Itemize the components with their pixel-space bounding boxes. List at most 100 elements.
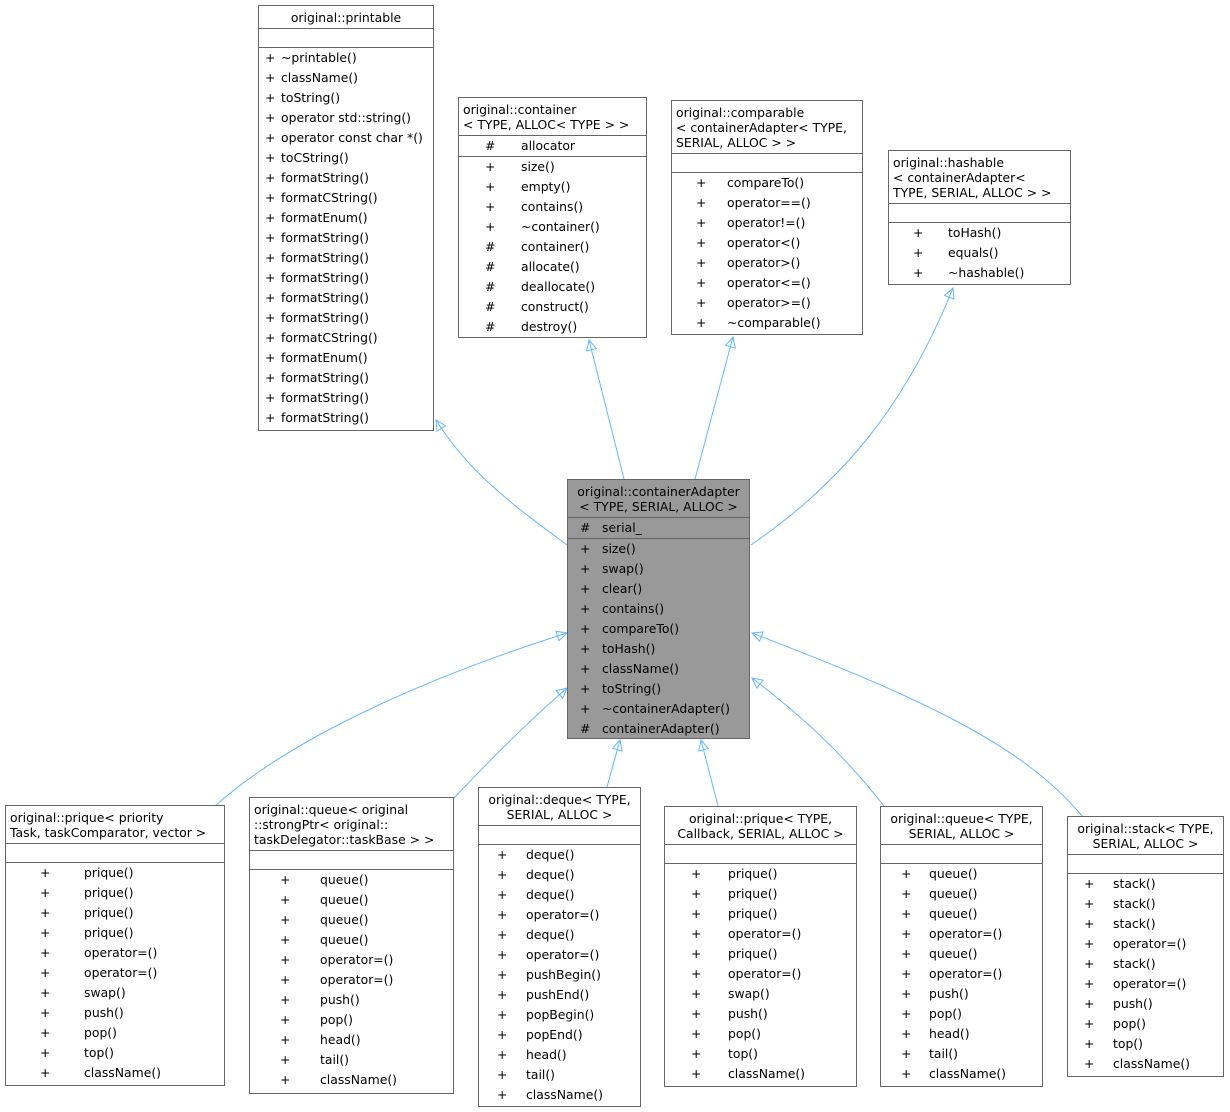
method-row[interactable]: +className() — [479, 1085, 640, 1105]
method-row[interactable]: +push() — [1068, 994, 1223, 1014]
method-row[interactable]: +prique() — [665, 864, 856, 884]
method-row[interactable]: +formatEnum() — [259, 208, 433, 228]
method-row[interactable]: +operator>=() — [672, 293, 862, 313]
method-row[interactable]: +formatString() — [259, 368, 433, 388]
method-row[interactable]: +operator!=() — [672, 213, 862, 233]
method-row[interactable]: #container() — [459, 237, 646, 257]
method-row[interactable]: +operator=() — [250, 970, 453, 990]
method-row[interactable]: +head() — [250, 1030, 453, 1050]
method-row[interactable]: +operator>() — [672, 253, 862, 273]
method-row[interactable]: +formatString() — [259, 248, 433, 268]
method-row[interactable]: +compareTo() — [672, 173, 862, 193]
method-row[interactable]: #destroy() — [459, 317, 646, 337]
method-row[interactable]: +toString() — [259, 88, 433, 108]
method-row[interactable]: +stack() — [1068, 954, 1223, 974]
method-row[interactable]: +pushBegin() — [479, 965, 640, 985]
method-row[interactable]: +operator=() — [1068, 934, 1223, 954]
method-row[interactable]: +swap() — [665, 984, 856, 1004]
method-row[interactable]: +formatString() — [259, 168, 433, 188]
method-row[interactable]: +prique() — [6, 903, 224, 923]
method-row[interactable]: +popBegin() — [479, 1005, 640, 1025]
method-row[interactable]: +popEnd() — [479, 1025, 640, 1045]
method-row[interactable]: +clear() — [568, 579, 749, 599]
method-row[interactable]: +formatEnum() — [259, 348, 433, 368]
method-row[interactable]: +swap() — [568, 559, 749, 579]
method-row[interactable]: +prique() — [665, 904, 856, 924]
method-row[interactable]: +queue() — [250, 910, 453, 930]
class-title[interactable]: original::deque< TYPE,SERIAL, ALLOC > — [479, 788, 640, 826]
method-row[interactable]: +toString() — [568, 679, 749, 699]
method-row[interactable]: +prique() — [665, 884, 856, 904]
method-row[interactable]: +push() — [250, 990, 453, 1010]
method-row[interactable]: +push() — [881, 984, 1042, 1004]
method-row[interactable]: +head() — [479, 1045, 640, 1065]
class-node-printable[interactable]: original::printable+~printable()+classNa… — [258, 5, 434, 431]
method-row[interactable]: +contains() — [459, 197, 646, 217]
class-title[interactable]: original::queue< TYPE,SERIAL, ALLOC > — [881, 807, 1042, 845]
method-row[interactable]: +operator=() — [479, 905, 640, 925]
method-row[interactable]: +formatString() — [259, 228, 433, 248]
method-row[interactable]: +equals() — [889, 243, 1070, 263]
method-row[interactable]: +prique() — [6, 863, 224, 883]
method-row[interactable]: +queue() — [881, 944, 1042, 964]
method-row[interactable]: +deque() — [479, 925, 640, 945]
method-row[interactable]: +className() — [881, 1064, 1042, 1084]
method-row[interactable]: #allocate() — [459, 257, 646, 277]
method-row[interactable]: +contains() — [568, 599, 749, 619]
method-row[interactable]: +stack() — [1068, 874, 1223, 894]
class-title[interactable]: original::container< TYPE, ALLOC< TYPE >… — [459, 98, 646, 136]
method-row[interactable]: +swap() — [6, 983, 224, 1003]
method-row[interactable]: +operator=() — [6, 943, 224, 963]
method-row[interactable]: +operator std::string() — [259, 108, 433, 128]
method-row[interactable]: +deque() — [479, 865, 640, 885]
method-row[interactable]: +operator<=() — [672, 273, 862, 293]
method-row[interactable]: +head() — [881, 1024, 1042, 1044]
method-row[interactable]: +operator=() — [6, 963, 224, 983]
method-row[interactable]: +empty() — [459, 177, 646, 197]
method-row[interactable]: +formatString() — [259, 408, 433, 428]
class-node-stack[interactable]: original::stack< TYPE,SERIAL, ALLOC >+st… — [1067, 816, 1224, 1077]
method-row[interactable]: +operator=() — [665, 924, 856, 944]
class-title[interactable]: original::stack< TYPE,SERIAL, ALLOC > — [1068, 817, 1223, 855]
method-row[interactable]: +operator=() — [1068, 974, 1223, 994]
method-row[interactable]: +top() — [6, 1043, 224, 1063]
method-row[interactable]: +~printable() — [259, 48, 433, 68]
method-row[interactable]: +size() — [568, 539, 749, 559]
class-node-containerAdapter[interactable]: original::containerAdapter< TYPE, SERIAL… — [567, 479, 750, 739]
method-row[interactable]: +prique() — [6, 883, 224, 903]
method-row[interactable]: +stack() — [1068, 914, 1223, 934]
method-row[interactable]: +operator=() — [881, 924, 1042, 944]
method-row[interactable]: +className() — [6, 1063, 224, 1083]
method-row[interactable]: +formatCString() — [259, 188, 433, 208]
class-node-prique2[interactable]: original::prique< TYPE,Callback, SERIAL,… — [664, 806, 857, 1087]
method-row[interactable]: +top() — [665, 1044, 856, 1064]
method-row[interactable]: +tail() — [250, 1050, 453, 1070]
method-row[interactable]: +push() — [6, 1003, 224, 1023]
class-node-container[interactable]: original::container< TYPE, ALLOC< TYPE >… — [458, 97, 647, 338]
method-row[interactable]: +toCString() — [259, 148, 433, 168]
method-row[interactable]: +pop() — [250, 1010, 453, 1030]
attribute-row[interactable]: #serial_ — [568, 518, 749, 538]
class-node-queue2[interactable]: original::queue< TYPE,SERIAL, ALLOC >+qu… — [880, 806, 1043, 1087]
method-row[interactable]: +compareTo() — [568, 619, 749, 639]
method-row[interactable]: +operator==() — [672, 193, 862, 213]
method-row[interactable]: +formatCString() — [259, 328, 433, 348]
class-title[interactable]: original::printable — [259, 6, 433, 29]
method-row[interactable]: +formatString() — [259, 288, 433, 308]
method-row[interactable]: +formatString() — [259, 308, 433, 328]
method-row[interactable]: #containerAdapter() — [568, 719, 749, 739]
method-row[interactable]: +queue() — [250, 870, 453, 890]
method-row[interactable]: +operator<() — [672, 233, 862, 253]
method-row[interactable]: +queue() — [881, 904, 1042, 924]
method-row[interactable]: +size() — [459, 157, 646, 177]
method-row[interactable]: +operator=() — [665, 964, 856, 984]
method-row[interactable]: +tail() — [881, 1044, 1042, 1064]
class-title[interactable]: original::hashable< containerAdapter<TYP… — [889, 151, 1070, 204]
method-row[interactable]: +queue() — [250, 890, 453, 910]
method-row[interactable]: +queue() — [881, 884, 1042, 904]
method-row[interactable]: +pop() — [665, 1024, 856, 1044]
method-row[interactable]: +pop() — [1068, 1014, 1223, 1034]
method-row[interactable]: #construct() — [459, 297, 646, 317]
attribute-row[interactable]: #allocator — [459, 136, 646, 156]
